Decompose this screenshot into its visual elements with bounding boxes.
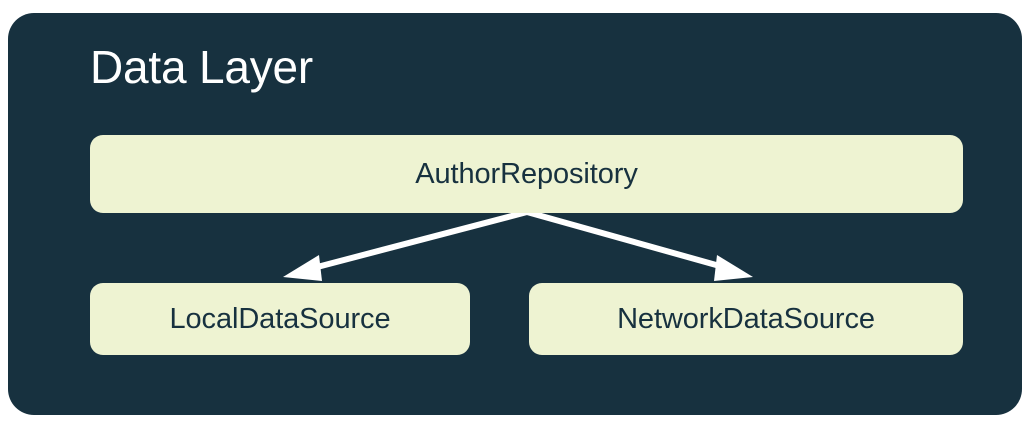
node-label-author-repository: AuthorRepository xyxy=(415,157,638,190)
node-network-data-source[interactable]: NetworkDataSource xyxy=(529,283,963,355)
node-local-data-source[interactable]: LocalDataSource xyxy=(90,283,470,355)
node-author-repository[interactable]: AuthorRepository xyxy=(90,135,963,213)
node-label-local-data-source: LocalDataSource xyxy=(169,302,391,335)
page-title: Data Layer xyxy=(90,41,314,93)
node-label-network-data-source: NetworkDataSource xyxy=(617,302,875,335)
